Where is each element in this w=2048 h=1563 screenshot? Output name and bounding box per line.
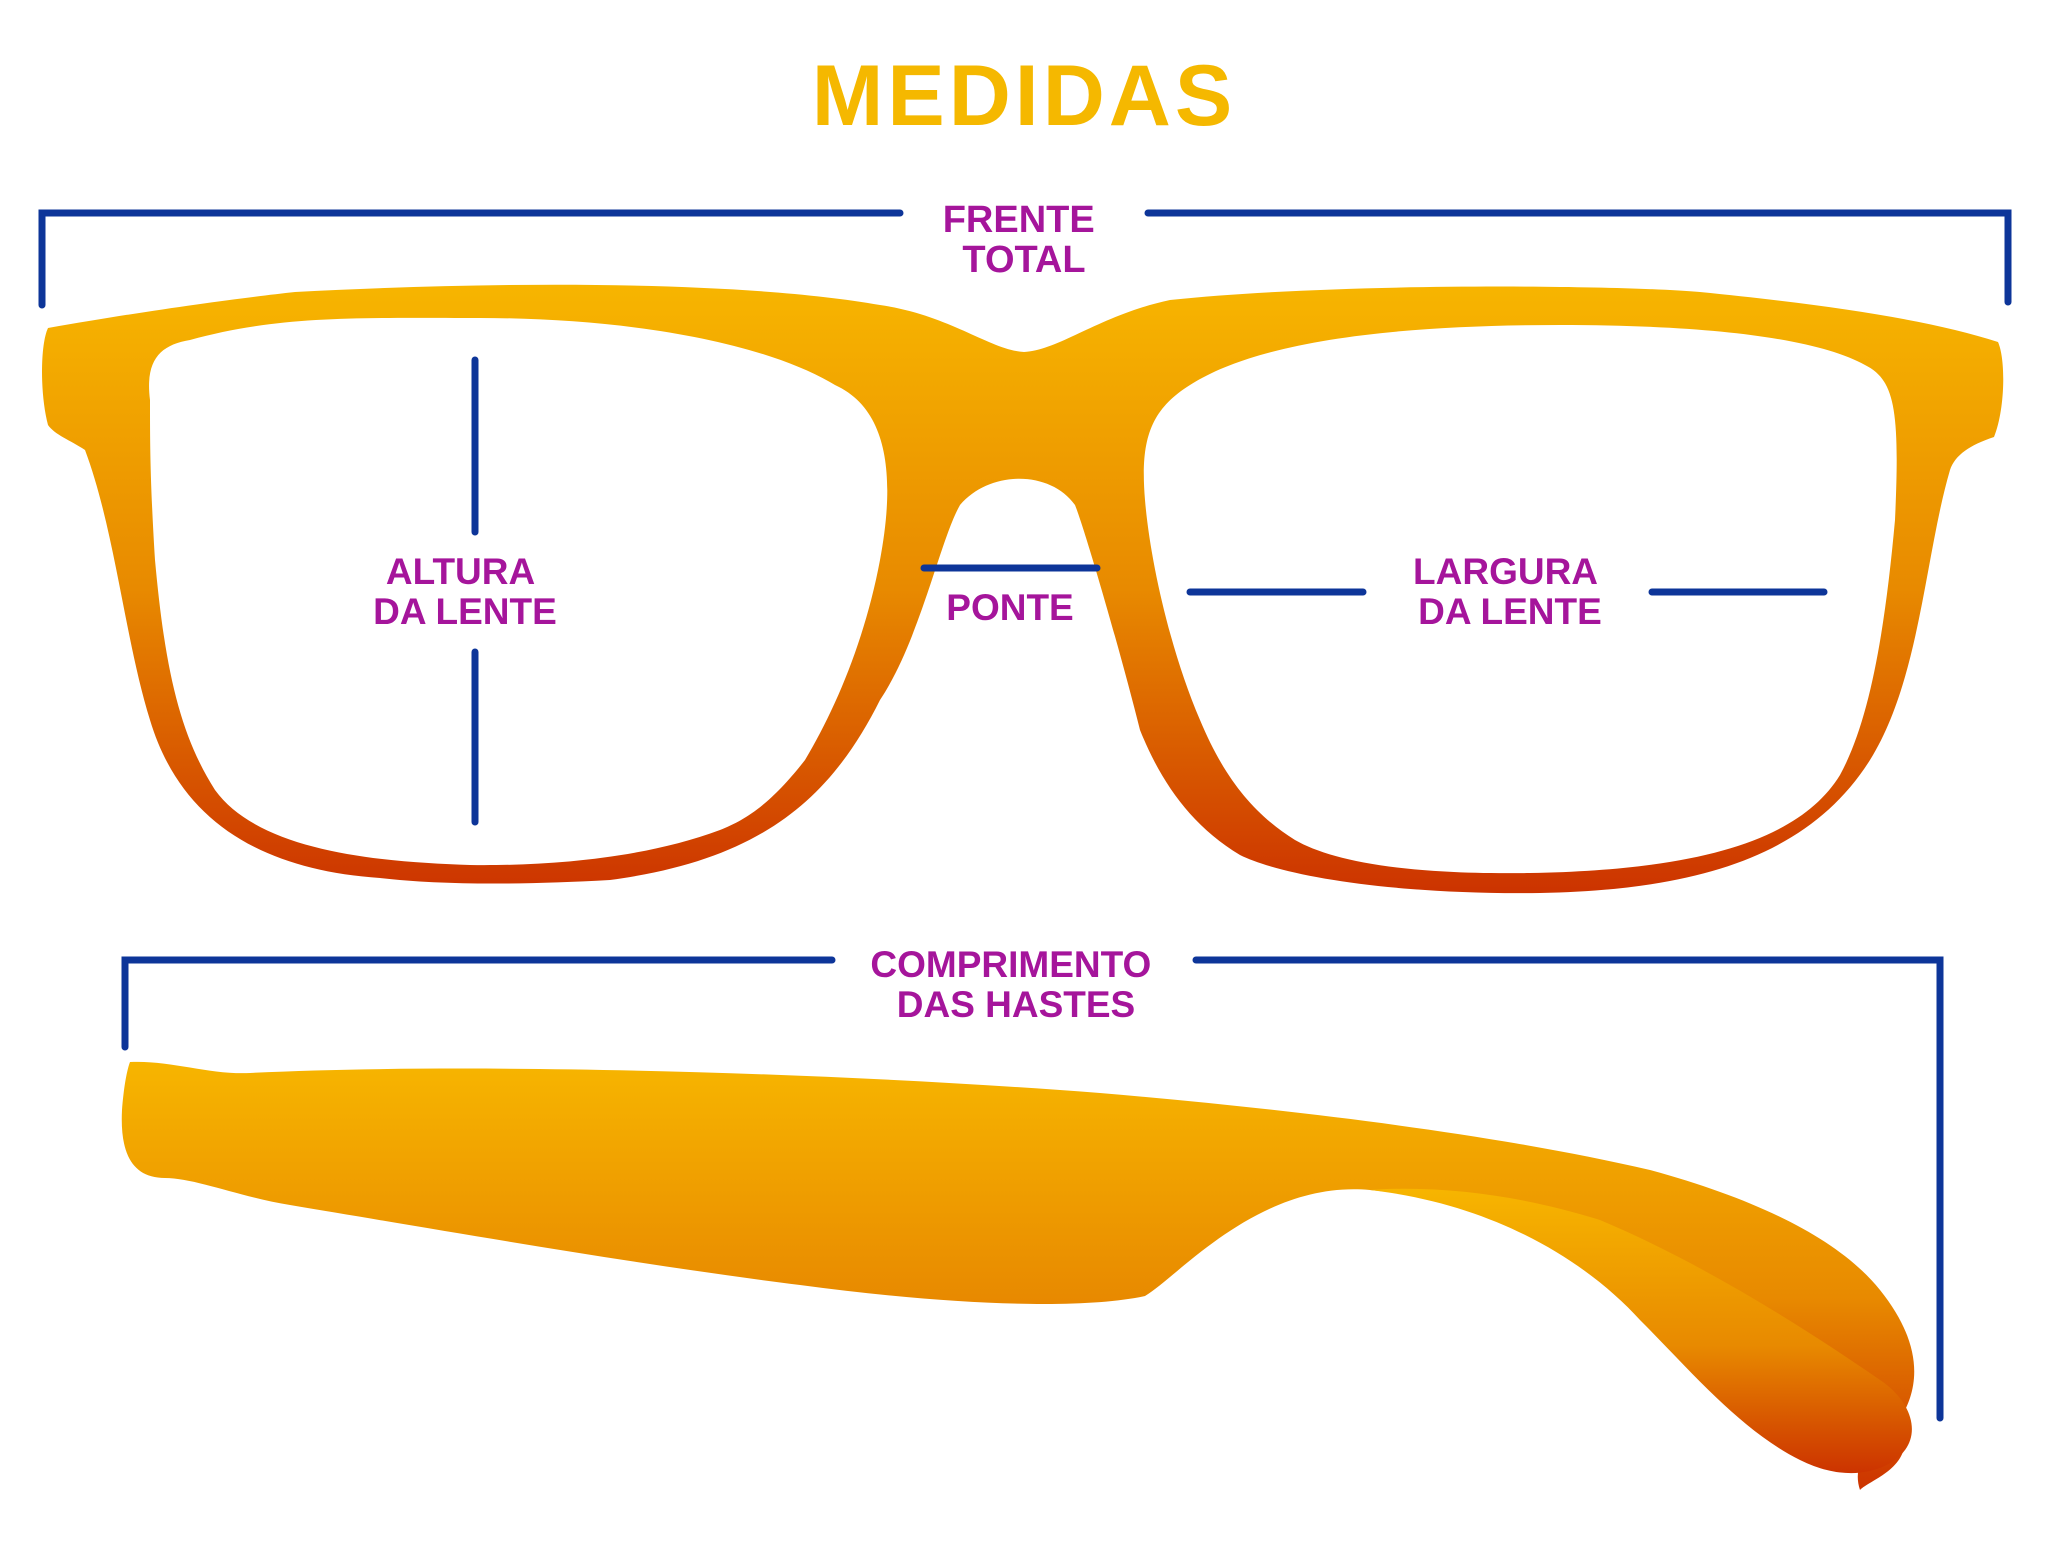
ponte-label: PONTE <box>946 587 1073 628</box>
largura-da-lente-dimension: LARGURA DA LENTE <box>1186 551 1828 632</box>
frente-total-dimension: FRENTE TOTAL <box>38 199 2012 309</box>
comprimento-das-hastes-label: COMPRIMENTO DAS HASTES <box>870 944 1161 1025</box>
glasses-temple-arm <box>121 1061 1915 1490</box>
frente-total-bracket-right <box>1144 209 2012 306</box>
altura-da-lente-label: ALTURA DA LENTE <box>373 551 557 632</box>
hastes-bracket-left <box>121 956 836 1051</box>
comprimento-das-hastes-dimension: COMPRIMENTO DAS HASTES <box>121 944 1944 1422</box>
largura-da-lente-label: LARGURA DA LENTE <box>1413 551 1607 632</box>
hastes-bracket-right <box>1192 956 1944 1422</box>
glasses-front-frame <box>42 284 2004 894</box>
glasses-temple-tip <box>1370 1188 1912 1474</box>
frente-total-label: FRENTE TOTAL <box>943 199 1106 281</box>
altura-da-lente-dimension: ALTURA DA LENTE <box>373 356 557 826</box>
ponte-dimension: PONTE <box>920 564 1101 628</box>
page-title: MEDIDAS <box>812 48 1237 144</box>
frente-total-bracket-left <box>38 209 904 309</box>
